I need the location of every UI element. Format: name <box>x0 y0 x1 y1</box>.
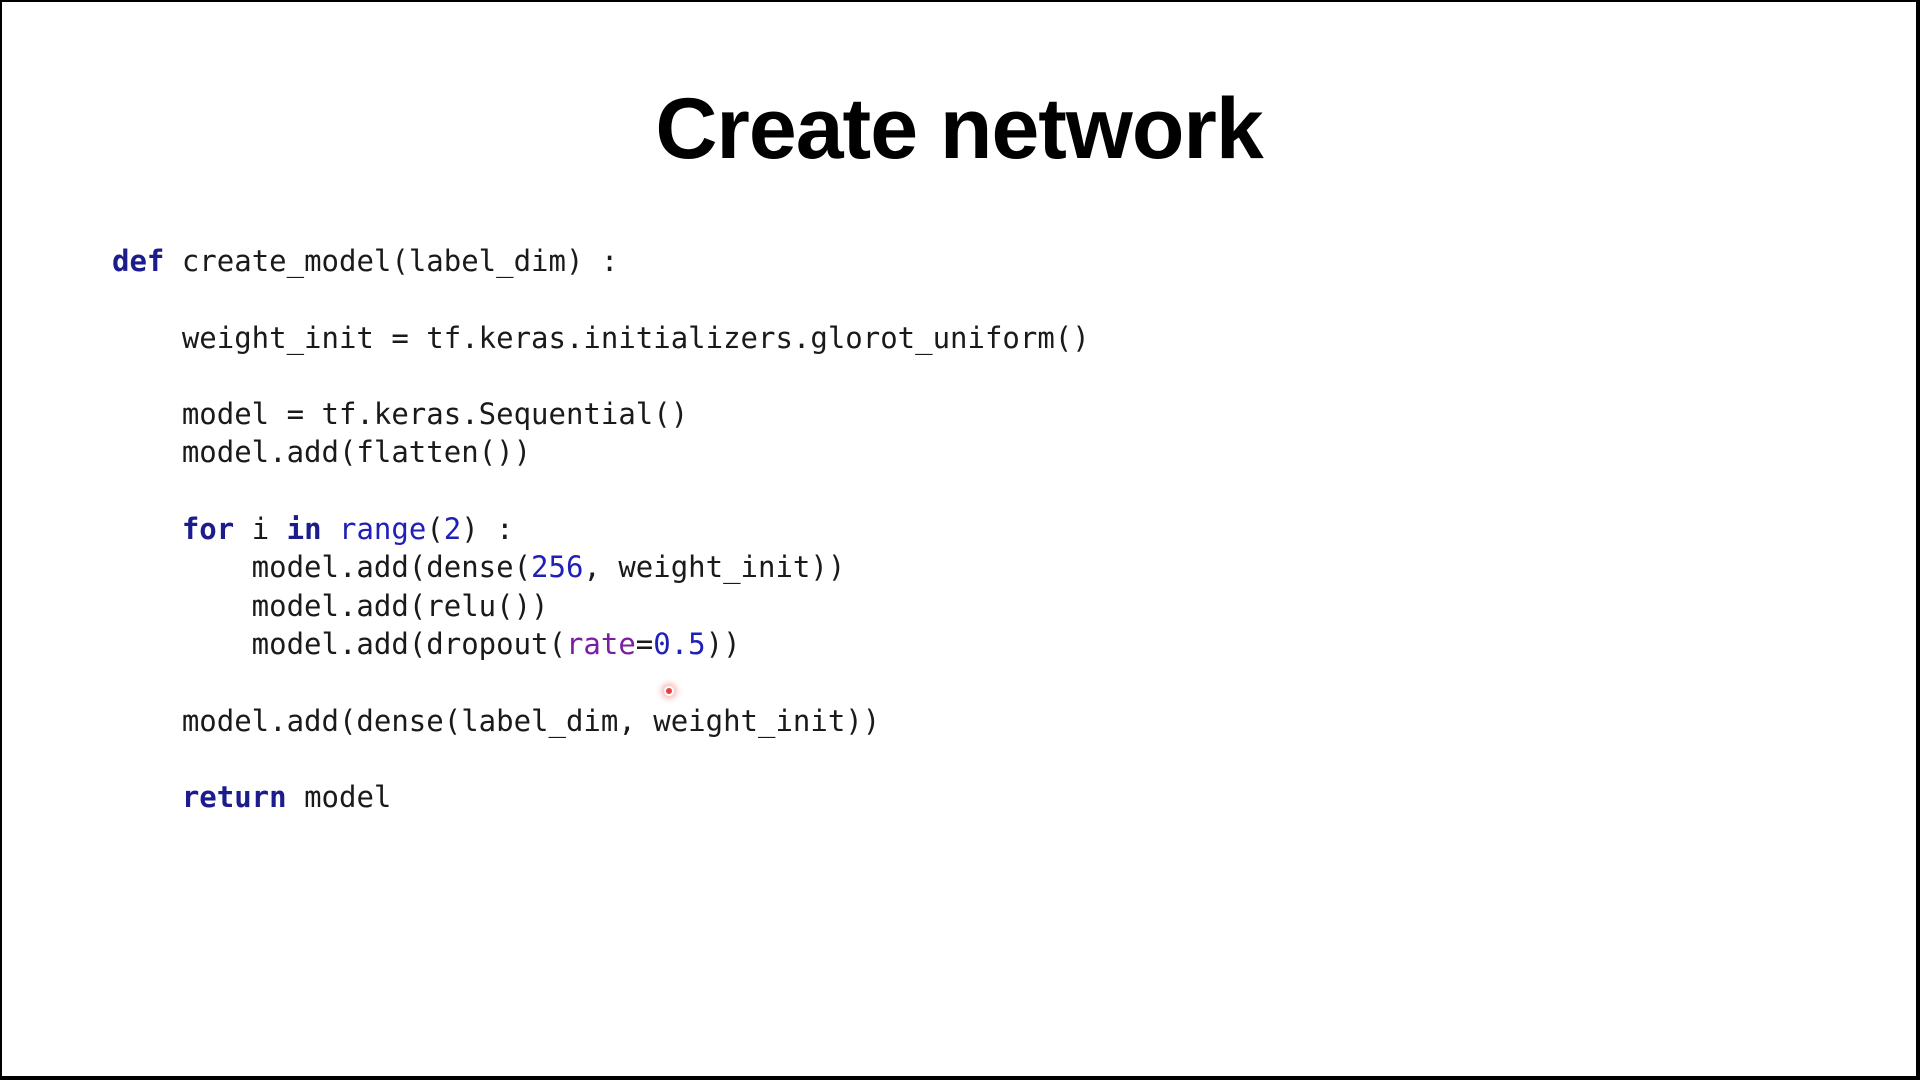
code-token-default: model.add(dropout( <box>112 626 566 661</box>
code-blank-line <box>112 663 1090 701</box>
code-token-default: weight_init = tf.keras.initializers.glor… <box>112 320 1090 355</box>
code-token-number: 0.5 <box>653 626 706 661</box>
code-token-keyword: for <box>181 512 235 547</box>
code-line: def create_model(label_dim) : <box>112 242 1090 280</box>
code-token-keyword: return <box>181 780 287 815</box>
code-token-default: model <box>286 780 392 815</box>
code-line: model.add(dropout(rate=0.5)) <box>112 625 1090 663</box>
code-blank-line <box>112 280 1090 318</box>
code-token-default: , weight_init)) <box>583 550 846 585</box>
code-blank-line <box>112 740 1090 778</box>
code-token-default: ( <box>426 512 444 547</box>
code-token-param: rate <box>565 626 636 661</box>
code-token-default: )) <box>705 626 741 661</box>
code-token-default: = <box>635 626 654 661</box>
code-token-default: model.add(dense( <box>112 550 532 585</box>
code-line: model.add(flatten()) <box>112 433 1090 471</box>
code-blank-line <box>112 357 1090 395</box>
code-token-default: model = tf.keras.Sequential() <box>112 397 689 432</box>
code-token-keyword: def <box>112 244 165 278</box>
code-token-number: 256 <box>531 550 584 585</box>
code-line: return model <box>112 778 1090 816</box>
code-token-default <box>322 512 339 546</box>
code-token-default: model.add(flatten()) <box>112 435 532 470</box>
code-token-default: model.add(dense(label_dim, weight_init)) <box>112 703 881 738</box>
code-token-default: i <box>234 512 287 547</box>
code-line: model.add(relu()) <box>112 587 1090 625</box>
slide-title: Create network <box>655 81 1263 177</box>
code-blank-line <box>112 472 1090 510</box>
laser-pointer-dot <box>666 688 672 694</box>
code-token-default: ) : <box>461 512 514 547</box>
code-token-number: range <box>339 512 427 547</box>
code-block: def create_model(label_dim) : weight_ini… <box>112 242 1090 816</box>
code-line: model.add(dense(label_dim, weight_init)) <box>112 702 1090 740</box>
code-line: for i in range(2) : <box>112 510 1090 548</box>
code-token-default: create_model(label_dim) : <box>164 244 619 278</box>
laser-pointer-icon <box>664 686 674 696</box>
code-line: model.add(dense(256, weight_init)) <box>112 548 1090 586</box>
code-token-default <box>112 780 182 814</box>
code-token-keyword: in <box>286 512 322 547</box>
code-token-default: model.add(relu()) <box>112 588 549 623</box>
code-line: weight_init = tf.keras.initializers.glor… <box>112 319 1090 357</box>
code-token-default <box>112 512 182 546</box>
code-token-number: 2 <box>443 512 462 547</box>
code-line: model = tf.keras.Sequential() <box>112 395 1090 433</box>
